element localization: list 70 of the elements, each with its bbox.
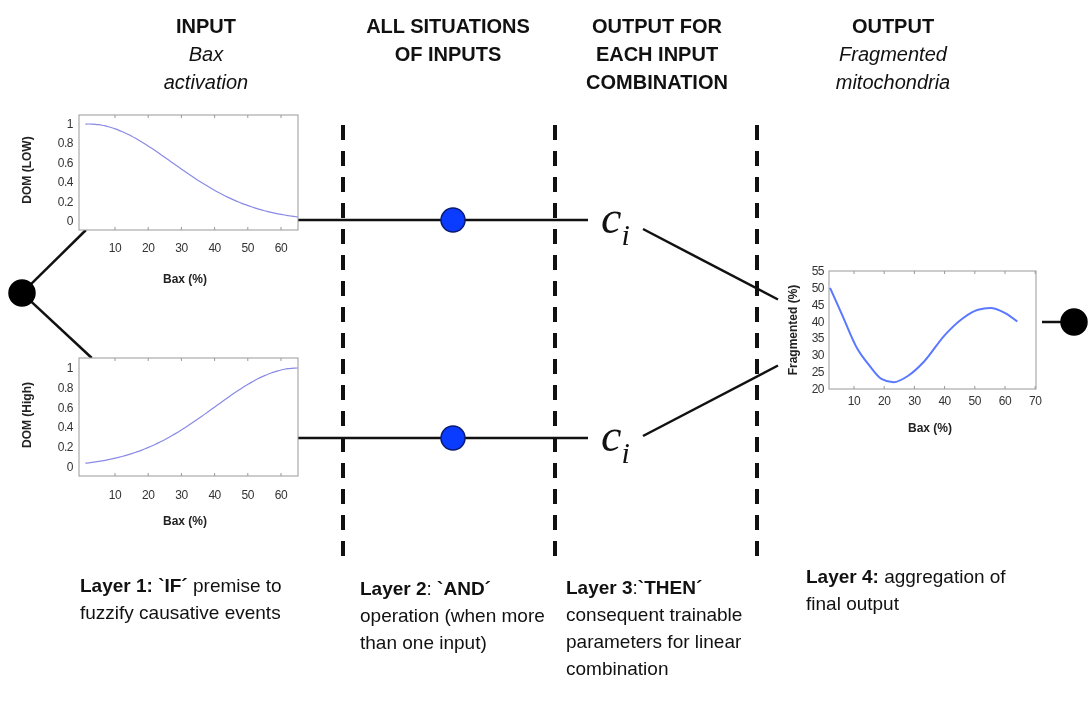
tick-label: 10 xyxy=(108,488,122,502)
tick-label: 0.8 xyxy=(57,136,73,151)
tick-label: 25 xyxy=(811,365,824,380)
tick-label: 0.4 xyxy=(57,420,73,435)
tick-label: 30 xyxy=(175,241,188,255)
axis-title: DOM (LOW) xyxy=(20,136,34,204)
column-heading: OUTPUT FOR EACH INPUT COMBINATION xyxy=(585,14,729,95)
tick-label: 0.2 xyxy=(57,440,73,455)
connector-line xyxy=(30,229,87,285)
tick-label: 0 xyxy=(66,214,73,228)
tick-label: 50 xyxy=(811,280,824,295)
math-symbol: c$_{i}$ xyxy=(588,192,643,248)
tick-label: 60 xyxy=(274,488,288,502)
tick-label: 0.6 xyxy=(57,400,73,415)
tick-label: 35 xyxy=(811,331,824,346)
connector-line xyxy=(30,300,93,359)
layer-description: Layer 1: `IF´ premise to fuzzify causative events xyxy=(80,574,283,625)
tick-label: 45 xyxy=(811,297,824,312)
tick-label: 0.8 xyxy=(57,380,73,395)
tick-label: 30 xyxy=(908,394,921,408)
node-circle xyxy=(441,426,465,450)
junction-dot xyxy=(9,280,35,306)
tick-label: 10 xyxy=(847,394,861,408)
layer-description: Layer 2: `AND´ operation (when more than one input) xyxy=(360,577,546,655)
column-heading: INPUT xyxy=(175,14,237,39)
tick-label: 1 xyxy=(66,117,73,131)
connector-line xyxy=(298,436,441,440)
connector-line xyxy=(1042,320,1061,324)
tick-label: 60 xyxy=(274,241,288,255)
junction-dot xyxy=(1061,309,1087,335)
axis-title: DOM (High) xyxy=(20,382,34,448)
tick-label: 55 xyxy=(811,264,824,278)
column-heading: ALL SITUATIONS OF INPUTS xyxy=(365,14,531,67)
axis-title: Bax (%) xyxy=(908,421,952,435)
tick-label: 0 xyxy=(66,460,73,474)
tick-label: 70 xyxy=(1029,394,1042,408)
connector-line xyxy=(642,227,779,301)
tick-label: 50 xyxy=(968,394,981,408)
column-subheading: Bax activation xyxy=(162,42,250,95)
tick-label: 50 xyxy=(241,241,254,255)
tick-label: 30 xyxy=(811,348,824,363)
tick-label: 0.4 xyxy=(57,175,73,190)
tick-label: 40 xyxy=(208,488,221,502)
connector-line xyxy=(642,364,779,438)
line-chart xyxy=(79,115,298,230)
tick-label: 40 xyxy=(208,241,221,255)
column-heading: OUTPUT xyxy=(850,14,936,39)
layer-description: Layer 4: aggregation of final output xyxy=(806,565,1007,616)
tick-label: 20 xyxy=(811,382,824,396)
tick-label: 40 xyxy=(811,314,824,329)
tick-label: 30 xyxy=(175,488,188,502)
tick-label: 1 xyxy=(66,361,73,375)
tick-label: 0.2 xyxy=(57,194,73,209)
math-symbol: c$_{i}$ xyxy=(588,410,643,466)
axis-title: Bax (%) xyxy=(163,272,207,286)
tick-label: 0.6 xyxy=(57,155,73,170)
tick-label: 60 xyxy=(998,394,1012,408)
tick-label: 50 xyxy=(241,488,254,502)
node-circle xyxy=(441,208,465,232)
tick-label: 40 xyxy=(938,394,951,408)
connector-line xyxy=(298,218,441,222)
line-chart xyxy=(79,358,298,476)
column-subheading: Fragmented mitochondria xyxy=(834,42,952,95)
tick-label: 20 xyxy=(878,394,891,408)
layer-description: Layer 3:`THEN´ consequent trainable parameters for linear combination xyxy=(566,576,744,681)
tick-label: 10 xyxy=(108,241,122,255)
tick-label: 20 xyxy=(142,241,155,255)
connector-line xyxy=(465,436,588,440)
connector-line xyxy=(465,218,588,222)
tick-label: 20 xyxy=(142,488,155,502)
